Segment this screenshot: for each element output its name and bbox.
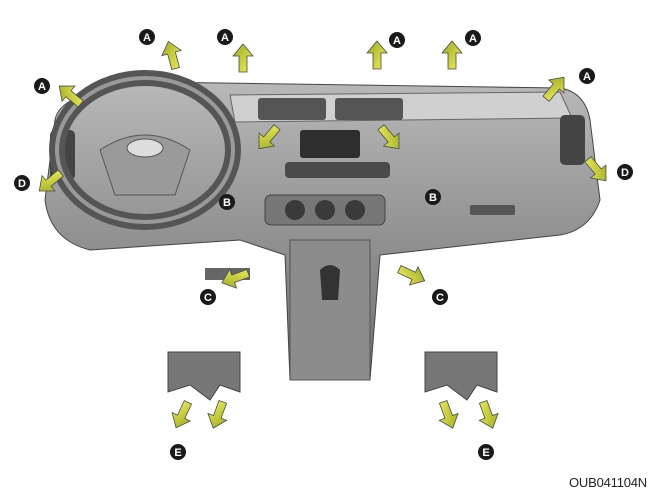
svg-text:B: B (429, 192, 437, 204)
label-e-2: E (478, 444, 494, 460)
svg-text:D: D (621, 167, 629, 179)
svg-text:A: A (143, 32, 151, 44)
dashboard-illustration (44, 70, 601, 401)
label-a-4: A (465, 30, 481, 46)
radio-display (300, 130, 360, 158)
side-vent-right (560, 115, 585, 165)
svg-text:A: A (221, 32, 229, 44)
figure-code: OUB041104N (569, 475, 647, 490)
center-vent-right (335, 98, 403, 120)
label-c-2: C (432, 289, 448, 305)
label-e-1: E (170, 444, 186, 460)
label-a-6: A (579, 68, 595, 84)
arrow-a2 (232, 43, 254, 73)
label-d-2: D (617, 164, 633, 180)
svg-text:A: A (38, 81, 46, 93)
svg-text:E: E (482, 447, 489, 459)
label-c-1: C (200, 289, 216, 305)
label-a-3: A (389, 32, 405, 48)
glovebox-handle (470, 205, 515, 215)
label-a-2: A (217, 29, 233, 45)
arrow-e3 (433, 398, 463, 432)
brand-logo (126, 138, 164, 158)
label-a-1: A (139, 29, 155, 45)
svg-text:A: A (469, 33, 477, 45)
arrow-e2 (203, 398, 233, 432)
arrow-c2 (394, 259, 430, 291)
floor-duct-left (167, 351, 241, 401)
arrow-a3 (366, 40, 388, 70)
label-b-2: B (425, 189, 441, 205)
center-vent-left (258, 98, 326, 120)
arrow-e1 (166, 397, 198, 433)
svg-text:B: B (223, 197, 231, 209)
svg-text:C: C (436, 292, 444, 304)
svg-text:E: E (174, 447, 181, 459)
arrow-a4 (441, 40, 463, 70)
label-b-1: B (219, 194, 235, 210)
svg-text:A: A (583, 71, 591, 83)
floor-duct-right (424, 351, 498, 401)
center-console (289, 239, 371, 381)
gear-shift (320, 265, 340, 300)
arrow-a1 (158, 38, 186, 72)
arrow-e4 (473, 398, 503, 432)
svg-text:C: C (204, 292, 212, 304)
label-d-1: D (14, 175, 30, 191)
svg-text:D: D (18, 178, 26, 190)
svg-text:A: A (393, 35, 401, 47)
label-a-5: A (34, 78, 50, 94)
